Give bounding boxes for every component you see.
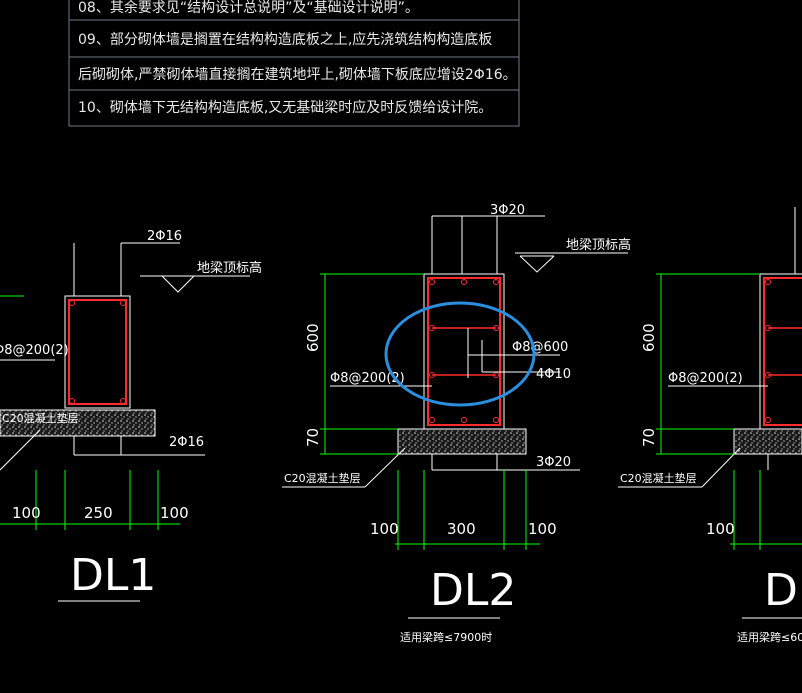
dl1-title: DL1 xyxy=(70,550,156,601)
note-10: 10、砌体墙下无结构构造底板,又无基础梁时应及时反馈给设计院。 xyxy=(78,99,492,116)
dl2-note: 适用梁跨≤7900时 xyxy=(400,630,492,644)
dl2-cushion-label: C20混凝土垫层 xyxy=(284,471,361,485)
dl2-dim-right: 100 xyxy=(528,520,557,538)
dl3-title: DL xyxy=(764,565,802,616)
dl2-side-rebar: 4Φ10 xyxy=(536,367,571,382)
dl3-cushion-label: C20混凝土垫层 xyxy=(620,471,697,485)
dl3-cushion-dim: 70 xyxy=(640,428,658,447)
dl1-top-rebar: 2Φ16 xyxy=(147,229,182,244)
dl1-dim-mid: 250 xyxy=(84,504,113,522)
dl1-dim-left: 100 xyxy=(12,504,41,522)
dl1-section: 2Φ16 地梁顶标高 Φ8@200(2) 2Φ16 C20混凝土垫层 100 2… xyxy=(0,229,262,602)
dl3-note: 适用梁跨≤600 xyxy=(737,630,802,644)
dl3-height-dim: 600 xyxy=(640,323,658,352)
dl3-dim-left: 100 xyxy=(706,520,735,538)
note-09: 09、部分砌体墙是搁置在结构构造底板之上,应先浇筑结构构造底板 xyxy=(78,31,492,48)
highlight-circle xyxy=(384,301,536,407)
dl2-tie-label: Φ8@600 xyxy=(512,340,568,355)
dl2-dim-mid: 300 xyxy=(447,520,476,538)
dl1-stirrup-label: Φ8@200(2) xyxy=(0,343,69,358)
dl2-cushion-dim: 70 xyxy=(304,428,322,447)
dl1-bottom-rebar: 2Φ16 xyxy=(169,435,204,450)
dl3-section: Φ8@200(2) C20混凝土垫层 600 70 100 DL 适用梁跨≤60… xyxy=(618,207,802,644)
notes-table: 08、其余要求见“结构设计总说明”及“基础设计说明”。 09、部分砌体墙是搁置在… xyxy=(68,0,520,127)
dl3-stirrup-label: Φ8@200(2) xyxy=(668,371,743,386)
dl2-stirrup-label: Φ8@200(2) xyxy=(330,371,405,386)
dl1-dim-right: 100 xyxy=(160,504,189,522)
dl2-top-rebar: 3Φ20 xyxy=(490,203,525,218)
dl2-dim-left: 100 xyxy=(370,520,399,538)
note-08: 08、其余要求见“结构设计总说明”及“基础设计说明”。 xyxy=(78,0,419,16)
dl2-elevation-label: 地梁顶标高 xyxy=(566,237,631,253)
note-09-cont: 后砌砌体,严禁砌体墙直接搁在建筑地坪上,砌体墙下板底应增设2Φ16。 xyxy=(78,66,517,83)
dl2-title: DL2 xyxy=(430,565,516,616)
dl2-height-dim: 600 xyxy=(304,323,322,352)
dl2-bottom-rebar: 3Φ20 xyxy=(536,455,571,470)
dl1-elevation-label: 地梁顶标高 xyxy=(197,260,262,276)
dl2-section: 3Φ20 地梁顶标高 Φ8@600 4Φ10 Φ8@200(2) xyxy=(282,203,631,644)
dl1-cushion-label: C20混凝土垫层 xyxy=(2,411,79,425)
